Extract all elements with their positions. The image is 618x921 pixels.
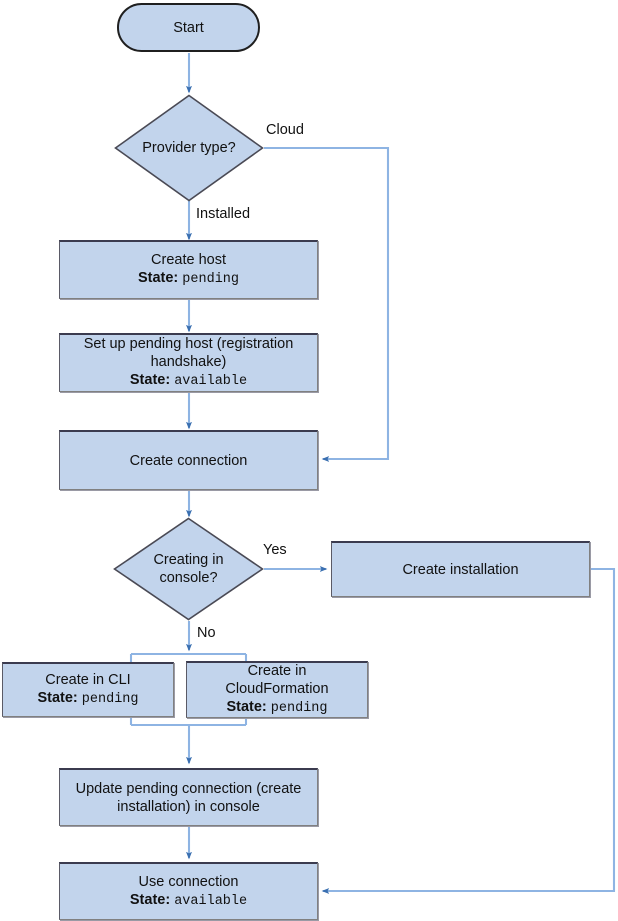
node-create-in-cloudformation-line2: CloudFormation — [225, 681, 329, 697]
node-use-connection-state-value: available — [174, 893, 248, 909]
edge-provider-cloud-to-create-connection — [264, 146, 390, 463]
node-creating-in-console-line2: console? — [159, 570, 218, 586]
node-creating-in-console-line1: Creating in — [153, 552, 224, 568]
node-create-in-cli-state-value: pending — [81, 692, 139, 707]
node-create-installation-label: Create installation — [402, 561, 519, 578]
node-setup-pending-host-state-key: State: — [129, 372, 175, 388]
node-setup-pending-host-line1: Set up pending host (registration — [83, 336, 294, 352]
node-create-host-state-key: State: — [137, 270, 183, 286]
node-creating-in-console[interactable]: Creating in console? — [113, 517, 264, 621]
edge-label-yes: Yes — [263, 542, 287, 558]
node-provider-type-label: Provider type? — [142, 140, 236, 156]
node-update-pending-connection-line2: installation) in console — [117, 798, 260, 815]
node-start-label: Start — [173, 19, 204, 36]
node-create-in-cloudformation[interactable]: Create in CloudFormation State: pending — [186, 661, 368, 718]
node-create-in-cloudformation-line1: Create in — [247, 663, 307, 679]
edge-label-no: No — [197, 625, 216, 641]
node-setup-pending-host[interactable]: Set up pending host (registration handsh… — [59, 333, 318, 392]
node-use-connection-state-key: State: — [129, 891, 175, 908]
node-create-in-cloudformation-state-key: State: — [226, 699, 271, 715]
node-create-host[interactable]: Create host State: pending — [59, 240, 318, 299]
node-setup-pending-host-state-value: available — [174, 374, 248, 389]
node-create-connection[interactable]: Create connection — [59, 430, 318, 490]
node-start[interactable]: Start — [117, 3, 260, 52]
node-create-host-line1: Create host — [151, 252, 226, 268]
node-create-in-cli-line1: Create in CLI — [45, 672, 131, 688]
node-create-in-cli-state-key: State: — [37, 690, 82, 706]
node-create-connection-label: Create connection — [129, 452, 248, 469]
node-use-connection-line1: Use connection — [138, 873, 239, 890]
node-create-host-state-value: pending — [182, 272, 240, 287]
edge-label-installed: Installed — [196, 206, 251, 222]
node-create-in-cloudformation-state-value: pending — [270, 701, 328, 716]
node-provider-type[interactable]: Provider type? — [114, 94, 264, 202]
node-create-installation[interactable]: Create installation — [331, 541, 590, 597]
node-update-pending-connection[interactable]: Update pending connection (create instal… — [59, 768, 318, 826]
edge-create-installation-to-use-connection — [321, 567, 616, 895]
node-use-connection[interactable]: Use connection State: available — [59, 862, 318, 920]
node-setup-pending-host-line2: handshake) — [150, 354, 227, 370]
diamond-shape-creating-in-console — [113, 517, 264, 621]
node-create-in-cli[interactable]: Create in CLI State: pending — [2, 662, 174, 717]
diamond-shape-provider-type — [114, 94, 264, 202]
edge-label-cloud: Cloud — [266, 122, 304, 138]
node-update-pending-connection-line1: Update pending connection (create — [75, 780, 302, 797]
